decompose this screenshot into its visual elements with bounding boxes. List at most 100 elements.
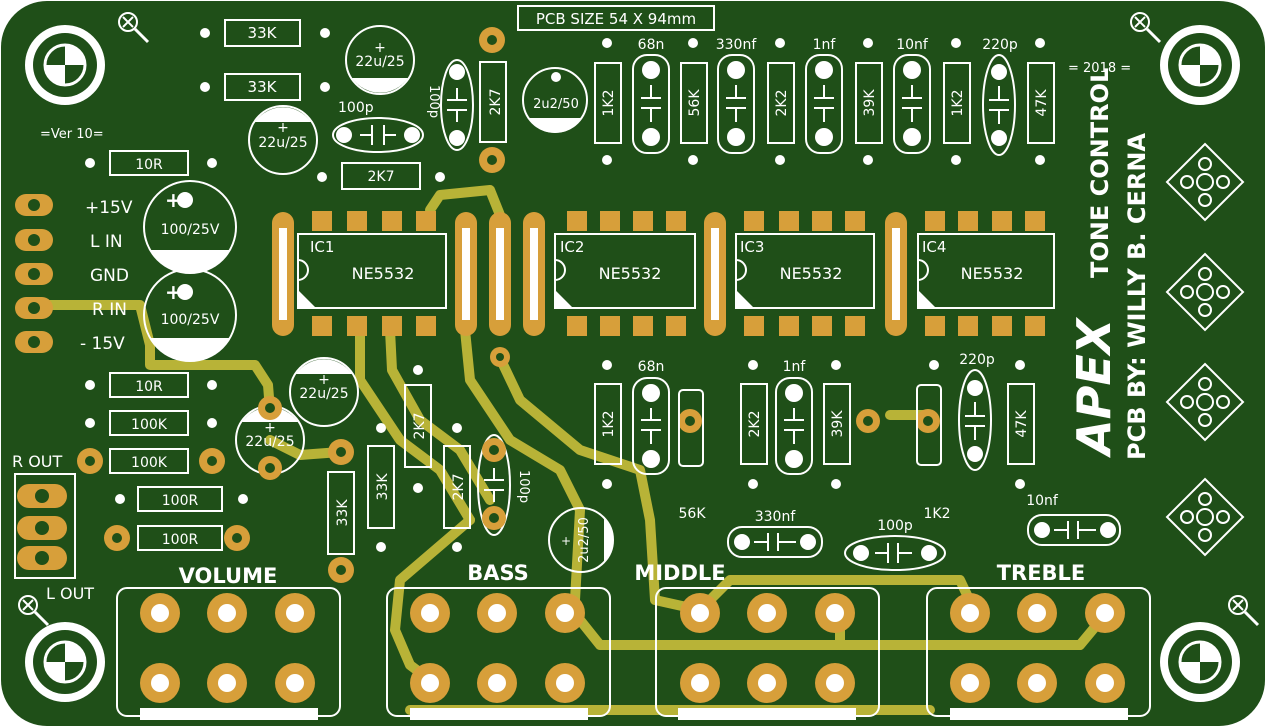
resistor-100k-a: 100K bbox=[85, 410, 217, 436]
resistor-33k-m1: 33K bbox=[367, 423, 395, 552]
svg-text:100/25V: 100/25V bbox=[161, 312, 220, 328]
svg-text:+: + bbox=[277, 120, 289, 136]
svg-text:1K2: 1K2 bbox=[924, 506, 951, 522]
svg-text:2K7: 2K7 bbox=[488, 89, 504, 116]
board-title: TONE CONTROL bbox=[1086, 68, 1114, 278]
out-label-r: R OUT bbox=[12, 452, 63, 471]
svg-text:10nf: 10nf bbox=[1026, 493, 1059, 509]
pin-label-lin: L IN bbox=[90, 232, 123, 252]
cap-2u2-a: 2u2/50 bbox=[522, 67, 588, 133]
cap-22u-c: + 22u/25 bbox=[289, 357, 359, 427]
resistor-10r-top: 10R bbox=[85, 150, 217, 176]
svg-text:100K: 100K bbox=[131, 417, 168, 433]
svg-text:22u/25: 22u/25 bbox=[258, 135, 307, 151]
cap-100p-c: 100p bbox=[477, 434, 531, 536]
bottom-filter-network: 1K2 68n 56K 2K2 1nf 39K 1K2 220p 47K bbox=[594, 352, 1035, 522]
svg-text:33K: 33K bbox=[335, 499, 351, 527]
svg-text:2K2: 2K2 bbox=[747, 411, 763, 438]
svg-text:22u/25: 22u/25 bbox=[299, 386, 348, 402]
svg-text:2K7: 2K7 bbox=[412, 413, 428, 440]
resistor-2k7-m1: 2K7 bbox=[404, 365, 432, 493]
svg-text:2K2: 2K2 bbox=[774, 90, 790, 117]
svg-text:+: + bbox=[374, 40, 386, 56]
svg-text:2K7: 2K7 bbox=[451, 474, 467, 501]
svg-text:220p: 220p bbox=[982, 37, 1018, 53]
svg-text:330nf: 330nf bbox=[755, 509, 797, 525]
pot-bass: BASS bbox=[386, 561, 611, 720]
svg-text:100p: 100p bbox=[516, 470, 531, 503]
cap-10nf-b: 10nf bbox=[1026, 493, 1121, 546]
svg-text:10R: 10R bbox=[135, 157, 163, 173]
svg-text:IC1: IC1 bbox=[310, 238, 334, 256]
ic1: IC1 NE5532 bbox=[297, 211, 447, 336]
resistor-33k-b: 33K bbox=[200, 73, 330, 101]
brand-logo: APEX bbox=[1067, 316, 1121, 458]
year-label: = 2018 = bbox=[1068, 61, 1131, 76]
svg-text:39K: 39K bbox=[862, 89, 878, 117]
input-connector: +15V L IN GND R IN - 15V bbox=[15, 194, 133, 354]
pin-label-minus15v: - 15V bbox=[80, 334, 125, 354]
svg-text:33K: 33K bbox=[248, 78, 278, 96]
svg-text:10R: 10R bbox=[135, 379, 163, 395]
svg-text:100p: 100p bbox=[338, 100, 374, 116]
cap-2u2-b: 2u2/50 + bbox=[548, 507, 614, 573]
svg-text:+: + bbox=[165, 280, 182, 304]
pin-label-rin: R IN bbox=[92, 300, 127, 320]
resistor-2k7-h: 2K7 bbox=[317, 162, 445, 190]
svg-text:IC4: IC4 bbox=[922, 238, 946, 256]
svg-text:68n: 68n bbox=[638, 359, 665, 375]
svg-text:NE5532: NE5532 bbox=[961, 264, 1024, 283]
resistor-10r-b: 10R bbox=[85, 372, 217, 398]
resistor-33k-a: 33K bbox=[200, 19, 330, 47]
cap-100u-b: + 100/25V bbox=[143, 268, 237, 362]
pot-middle: MIDDLE bbox=[634, 561, 880, 720]
svg-text:100R: 100R bbox=[162, 532, 199, 548]
svg-text:100K: 100K bbox=[131, 455, 168, 471]
cap-22u-a: + 22u/25 bbox=[345, 25, 415, 95]
svg-text:56K: 56K bbox=[679, 506, 707, 522]
resistor-33k-m2: 33K bbox=[327, 439, 355, 583]
jumpers bbox=[272, 212, 907, 367]
cap-100p-b: 100p bbox=[426, 59, 474, 151]
cap-22u-b: + 22u/25 bbox=[248, 105, 318, 175]
pin-label-gnd: GND bbox=[90, 266, 129, 286]
svg-text:NE5532: NE5532 bbox=[599, 264, 662, 283]
svg-text:33K: 33K bbox=[375, 473, 391, 501]
svg-text:100R: 100R bbox=[162, 493, 199, 509]
pot-label-treble: TREBLE bbox=[997, 561, 1086, 585]
version-label: =Ver 10= bbox=[40, 127, 104, 142]
board-author: PCB BY: WILLY B. CERNA bbox=[1123, 133, 1151, 460]
out-label-l: L OUT bbox=[46, 584, 94, 603]
svg-text:22u/25: 22u/25 bbox=[245, 434, 294, 450]
cap-100p-a: 100p bbox=[332, 100, 424, 153]
svg-text:47K: 47K bbox=[1034, 89, 1050, 117]
cap-22u-d: + 22u/25 bbox=[235, 396, 305, 480]
svg-text:22u/25: 22u/25 bbox=[355, 54, 404, 70]
size-label-box bbox=[517, 5, 715, 31]
svg-text:IC2: IC2 bbox=[560, 238, 584, 256]
resistor-2k7-m2: 2K7 bbox=[443, 423, 471, 552]
resistor-100r-b: 100R bbox=[104, 525, 250, 551]
svg-text:100/25V: 100/25V bbox=[161, 222, 220, 238]
svg-text:68n: 68n bbox=[638, 37, 665, 53]
size-label: PCB SIZE 54 X 94mm bbox=[536, 10, 696, 28]
resistor-2k7-v: 2K7 bbox=[479, 27, 507, 173]
mount-hole-bottom-right bbox=[1158, 620, 1242, 704]
svg-text:1K2: 1K2 bbox=[950, 90, 966, 117]
svg-text:2K7: 2K7 bbox=[368, 169, 395, 185]
pot-label-bass: BASS bbox=[467, 561, 529, 585]
pot-label-volume: VOLUME bbox=[179, 564, 278, 588]
mount-hole-top-left bbox=[23, 23, 107, 107]
ic3: IC3 NE5532 bbox=[735, 211, 875, 336]
pot-treble: TREBLE bbox=[926, 561, 1151, 720]
svg-text:56K: 56K bbox=[687, 89, 703, 117]
output-connector: R OUT L OUT bbox=[12, 452, 94, 603]
mount-hole-bottom-left bbox=[23, 620, 107, 704]
svg-text:NE5532: NE5532 bbox=[352, 264, 415, 283]
ic4: IC4 NE5532 bbox=[917, 211, 1055, 336]
svg-text:10nf: 10nf bbox=[896, 37, 929, 53]
top-filter-network: 1K2 68n 56K 330nf 2K2 1nf 39K 10nf 1K2 2 bbox=[594, 37, 1055, 165]
cap-330nf-b: 330nf bbox=[727, 509, 823, 558]
